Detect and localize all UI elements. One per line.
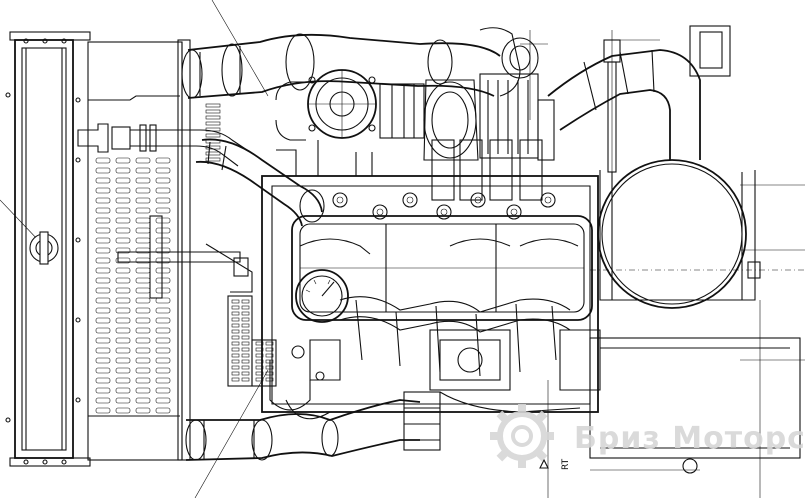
upper-intake-hose [181,27,539,99]
compressor [379,73,555,161]
right-mounting [520,30,805,498]
air-cleaner [590,159,805,309]
fuel-system [309,296,601,413]
lower-hose [185,391,441,461]
turbocharger [275,69,555,161]
gear-icon [490,404,554,468]
fan-shroud [87,39,221,461]
turbo-housing [275,69,377,141]
alternator-bracket [117,215,277,387]
gauge-icon [295,269,349,323]
watermark-logo: Бриз Моторс [490,404,805,468]
engine-block [261,139,599,413]
fan-shroud-louvers [95,103,221,414]
dimension-label: RT [561,458,571,470]
radiator-cap-icon [29,231,59,265]
cooling-slots [231,299,274,382]
coolant-elbow [195,138,325,227]
air-cleaner-duct [547,25,731,190]
watermark-text: Бриз Моторс [574,421,805,456]
head-bolts [332,192,556,220]
oil-pan [269,345,331,420]
radiator [5,31,91,467]
radiator-outlet-pipe [77,123,251,167]
